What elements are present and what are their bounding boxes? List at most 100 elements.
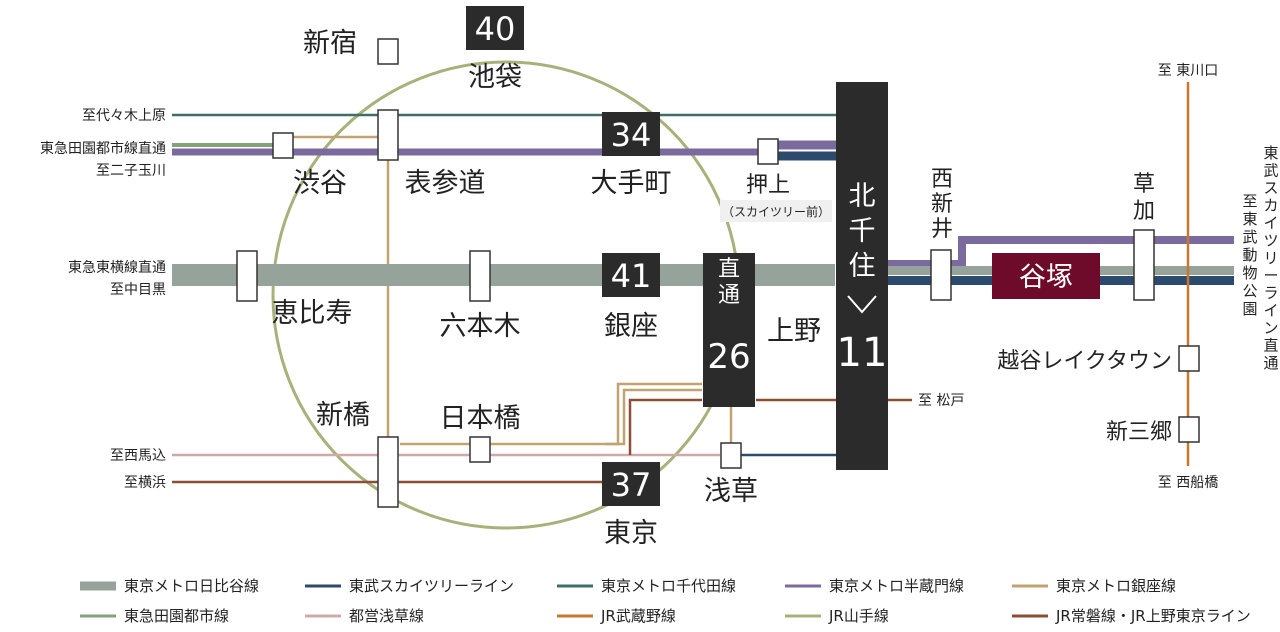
station-oshiage-sub: （スカイツリー前） [722,204,830,219]
zoo-char: 武 [1242,228,1257,246]
hanzomon-tobu-direct [888,236,1234,268]
dest-den-en-toshi: 東急田園都市線直通 [40,140,166,157]
hibiya-line [172,264,835,286]
zoo-char: 物 [1242,264,1257,282]
dest-higashikawaguchi: 至 東川口 [1158,63,1218,79]
skytree-char: 通 [1263,354,1278,372]
station-ebisu: 恵比寿 [272,298,353,329]
station-oshiage: 押上 [746,173,790,198]
time-box-ikebukuro [466,6,524,50]
skytree-char: ス [1263,179,1278,197]
station-shinmisato: 新三郷 [1106,420,1172,445]
station-ikebukuro: 池袋 [468,62,522,93]
station-shinbashi: 新橋 [316,400,370,431]
station-marker-soka [1133,229,1155,301]
station-nishiarai-3: 井 [931,217,953,242]
yamanote-loop [271,60,741,530]
legend-label: 東京メトロ千代田線 [601,577,736,595]
station-ginza: 銀座 [604,311,658,342]
time-ikebukuro: 40 [475,10,516,48]
station-nihonbashi: 日本橋 [440,403,521,434]
legend-label: 東京メトロ銀座線 [1056,577,1176,595]
station-marker-koshigaya-laketown [1178,345,1200,372]
legend-label: JR山手線 [828,607,889,625]
oshiage-sub-bg [720,200,832,222]
skytree-char: ツ [1263,232,1278,250]
station-soka-2: 加 [1133,199,1155,224]
legend-label: 東京メトロ日比谷線 [124,577,259,595]
time-otemachi: 34 [611,116,652,154]
time-box-tokyo [602,462,660,506]
station-nishiarai-2: 新 [931,192,953,217]
legend-label: JR常磐線・JR上野東京ライン [1055,607,1251,625]
dest-yoyogi-uehara: 至代々木上原 [82,108,166,124]
direct-box [703,253,755,407]
ginza-line-lower-b [606,388,702,446]
dest-nishimagome: 至西馬込 [110,448,166,464]
zoo-char: 動 [1242,246,1257,264]
kitasenju-char-3: 住 [849,251,876,282]
station-marker-shinmisato [1178,416,1200,443]
station-asakusa: 浅草 [704,476,758,507]
station-marker-roppongi [469,250,491,302]
skytree-char: ラ [1263,284,1278,302]
zoo-char: 東 [1242,210,1257,228]
station-koshigaya-laketown: 越谷レイクタウン [997,349,1172,374]
dest-yokohama: 至横浜 [124,475,166,491]
station-marker-ebisu [236,250,258,302]
station-marker-nihonbashi [469,436,491,463]
kitasenju-char-2: 千 [849,216,876,247]
ginza-line-lower [400,382,702,446]
joban-line-a [628,398,702,455]
dest-nishifunabashi: 至 西船橋 [1158,475,1218,491]
station-yatsuka: 谷塚 [1019,262,1073,293]
skytree-char: イ [1263,302,1278,320]
legend: 東京メトロ日比谷線 東武スカイツリーライン 東京メトロ千代田線 東京メトロ半蔵門線 東京… [80,577,1251,625]
time-tokyo: 37 [611,466,652,504]
direct-label-1: 直 [718,257,740,282]
time-box-otemachi [602,112,660,156]
direct-label-2: 通 [718,283,740,308]
legend-label: 東急田園都市線 [124,607,229,625]
station-soka-1: 草 [1133,172,1155,197]
station-marker-nishiarai [930,249,952,301]
time-ginza: 41 [611,257,652,295]
kitasenju-char-1: 北 [849,181,876,212]
legend-label: 都営浅草線 [349,607,424,625]
skytree-char: ー [1263,267,1278,285]
time-box-ginza [602,253,660,297]
legend-label: 東京メトロ半蔵門線 [829,577,964,595]
station-marker-omotesando [377,109,399,161]
station-marker-shinbashi [377,436,399,508]
chevron-down-icon [847,295,877,314]
dest-nakameguro: 至中目黒 [110,282,166,298]
station-omotesando: 表参道 [405,168,486,199]
station-roppongi: 六本木 [440,311,521,342]
skytree-char: リ [1263,249,1278,267]
station-tokyo: 東京 [604,518,658,549]
skytree-char: 直 [1263,337,1278,355]
direct-time: 26 [707,337,750,377]
skytree-char: カ [1263,197,1278,215]
station-nishiarai-1: 西 [931,167,953,192]
zoo-char: 園 [1242,300,1257,318]
skytree-char: 武 [1263,162,1278,180]
station-otemachi: 大手町 [591,168,672,199]
skytree-char: ン [1263,319,1278,337]
dest-toyoko: 東急東横線直通 [68,259,166,276]
station-ueno: 上野 [767,316,821,347]
dest-matsudo: 至 松戸 [918,393,964,409]
station-shinjuku: 新宿 [303,28,357,59]
yatsuka-box [992,253,1100,299]
kitasenju-box [836,82,888,470]
zoo-char: 公 [1242,282,1257,300]
zoo-char: 至 [1242,192,1257,210]
dest-futako: 至二子玉川 [96,163,166,179]
station-shibuya: 渋谷 [293,168,347,199]
legend-label: 東武スカイツリーライン [349,577,514,595]
skytree-char: イ [1263,214,1278,232]
station-marker-asakusa [720,442,742,469]
